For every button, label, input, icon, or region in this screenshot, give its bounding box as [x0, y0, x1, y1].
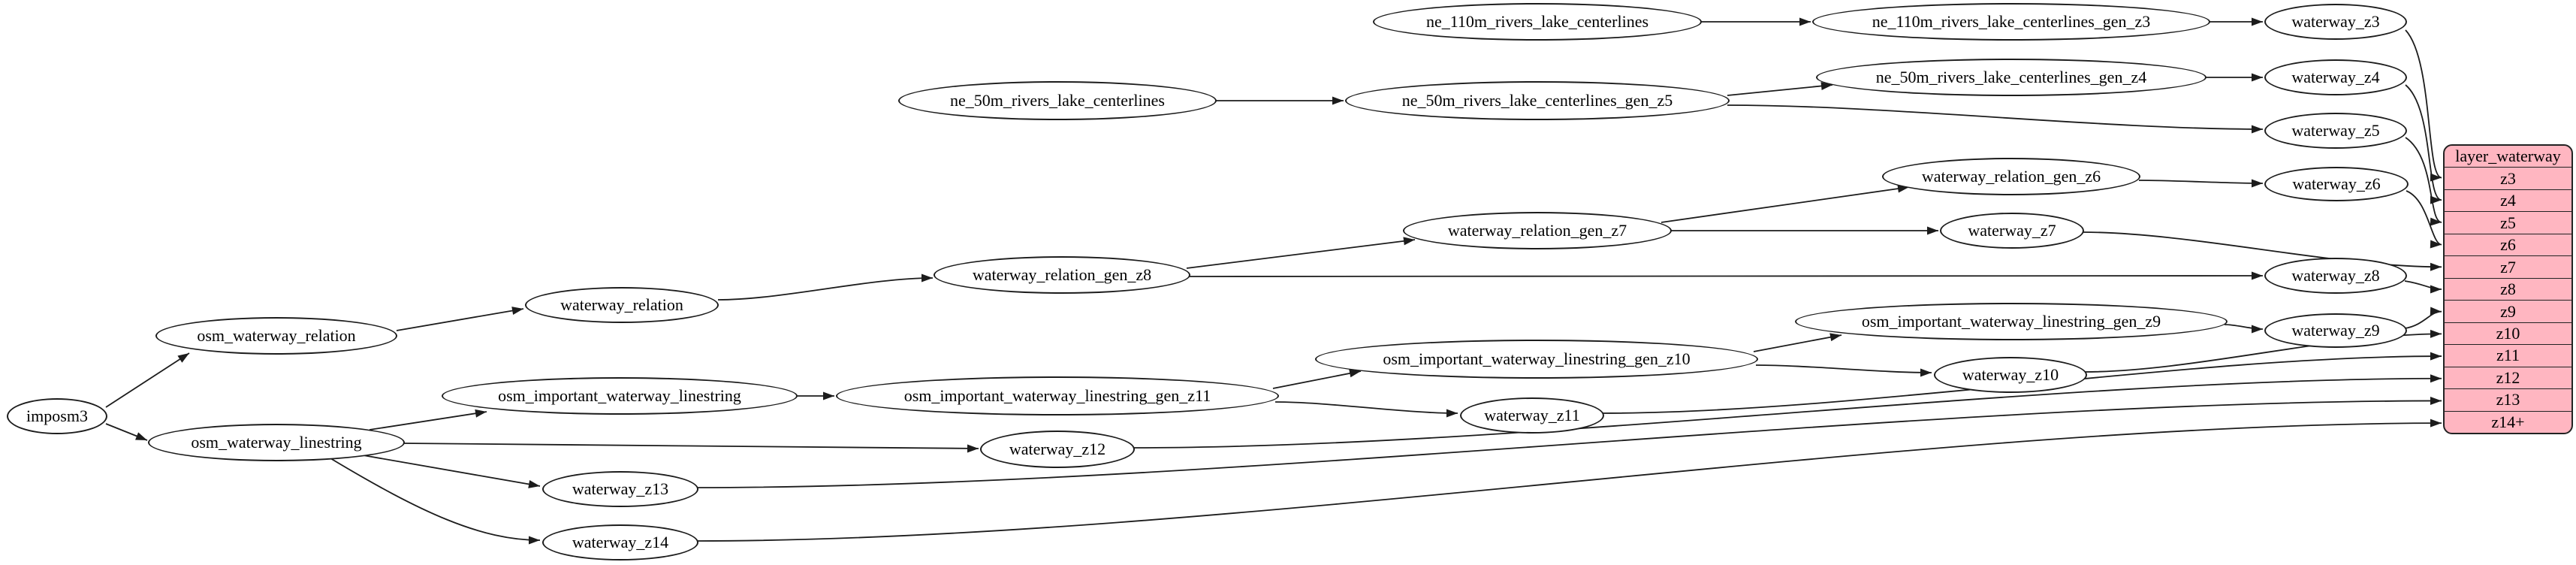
edge-waterway_relation_gen_z7-to-waterway_relation_gen_z6 — [1661, 184, 1910, 223]
edge-waterway_z6-to-layer_waterway-z6 — [2406, 190, 2442, 249]
node-osm_important_waterway_linestring_gen_z10: osm_important_waterway_linestring_gen_z1… — [1315, 340, 1758, 379]
edge-osm_waterway_linestring-to-waterway_z12 — [403, 443, 979, 453]
edge-waterway_z5-to-layer_waterway-z5 — [2405, 137, 2442, 226]
table-row-z9: z9 — [2445, 300, 2571, 322]
table-row-z4: z4 — [2445, 189, 2571, 211]
node-waterway_z3: waterway_z3 — [2264, 4, 2407, 40]
node-ne_110m_rivers_lake_centerlines: ne_110m_rivers_lake_centerlines — [1373, 3, 1702, 41]
node-waterway_z5: waterway_z5 — [2264, 113, 2407, 149]
edge-ne_50m_rivers_lake_centerlines_gen_z5-to-ne_50m_rivers_lake_centerlines_gen_z4 — [1727, 82, 1833, 96]
node-waterway_relation_gen_z7: waterway_relation_gen_z7 — [1403, 212, 1672, 249]
edge-waterway_relation-to-waterway_relation_gen_z8 — [717, 273, 934, 301]
table-row-z12: z12 — [2445, 366, 2571, 388]
edge-waterway_relation_gen_z6-to-waterway_z6 — [2138, 179, 2264, 188]
node-osm_important_waterway_linestring_gen_z9: osm_important_waterway_linestring_gen_z9 — [1795, 303, 2228, 340]
edge-osm_waterway_linestring-to-waterway_z13 — [358, 454, 541, 488]
node-waterway_z11: waterway_z11 — [1460, 397, 1604, 434]
node-waterway_relation_gen_z8: waterway_relation_gen_z8 — [934, 256, 1190, 294]
table-row-z5: z5 — [2445, 211, 2571, 233]
edge-osm_important_waterway_linestring_gen_z10-to-osm_important_waterway_linestring_gen_z9 — [1753, 333, 1842, 352]
edge-waterway_z4-to-layer_waterway-z4 — [2405, 84, 2442, 204]
node-waterway_z10: waterway_z10 — [1934, 357, 2087, 393]
node-osm_waterway_relation: osm_waterway_relation — [155, 317, 397, 355]
table-row-z13: z13 — [2445, 388, 2571, 410]
node-ne_110m_rivers_lake_centerlines_gen_z3: ne_110m_rivers_lake_centerlines_gen_z3 — [1812, 3, 2210, 41]
node-osm_important_waterway_linestring: osm_important_waterway_linestring — [442, 377, 798, 415]
table-row-z3: z3 — [2445, 167, 2571, 189]
node-waterway_z13: waterway_z13 — [542, 471, 698, 507]
edge-imposm3-to-osm_waterway_linestring — [105, 423, 148, 441]
table-row-z7: z7 — [2445, 255, 2571, 277]
node-waterway_relation_gen_z6: waterway_relation_gen_z6 — [1882, 158, 2140, 195]
node-waterway_z8: waterway_z8 — [2264, 258, 2407, 294]
edge-waterway_z3-to-layer_waterway-z3 — [2405, 29, 2442, 182]
node-osm_waterway_linestring: osm_waterway_linestring — [148, 424, 405, 461]
edge-osm_important_waterway_linestring_gen_z9-to-waterway_z9 — [2224, 324, 2264, 334]
edge-osm_important_waterway_linestring_gen_z11-to-waterway_z11 — [1274, 401, 1458, 418]
table-row-z6: z6 — [2445, 233, 2571, 255]
edge-waterway_z9-to-layer_waterway-z9 — [2404, 307, 2442, 329]
edge-waterway_z14-to-layer_waterway-z14plus — [696, 418, 2442, 542]
edge-osm_waterway_relation-to-waterway_relation — [396, 307, 524, 331]
node-imposm3: imposm3 — [7, 398, 107, 434]
node-waterway_z9: waterway_z9 — [2264, 313, 2407, 348]
table-row-z11: z11 — [2445, 344, 2571, 366]
edge-osm_waterway_linestring-to-osm_important_waterway_linestring — [369, 409, 487, 431]
table-row-z8: z8 — [2445, 277, 2571, 300]
edge-waterway_z7-to-layer_waterway-z7 — [2082, 231, 2442, 271]
node-osm_important_waterway_linestring_gen_z11: osm_important_waterway_linestring_gen_z1… — [836, 376, 1279, 415]
edge-osm_important_waterway_linestring_gen_z11-to-osm_important_waterway_linestring_gen_z10 — [1272, 369, 1362, 389]
table-row-z10: z10 — [2445, 322, 2571, 344]
node-ne_50m_rivers_lake_centerlines: ne_50m_rivers_lake_centerlines — [898, 81, 1217, 120]
edge-imposm3-to-osm_waterway_relation — [105, 352, 190, 408]
edge-waterway_z13-to-layer_waterway-z13 — [696, 396, 2442, 488]
edge-waterway_relation_gen_z8-to-waterway_relation_gen_z7 — [1186, 237, 1416, 269]
edge-waterway_z12-to-layer_waterway-z12 — [1132, 374, 2442, 449]
node-ne_50m_rivers_lake_centerlines_gen_z4: ne_50m_rivers_lake_centerlines_gen_z4 — [1816, 59, 2206, 96]
node-waterway_z4: waterway_z4 — [2264, 59, 2407, 95]
node-waterway_z7: waterway_z7 — [1940, 213, 2084, 249]
node-waterway_z14: waterway_z14 — [542, 524, 698, 560]
node-waterway_z12: waterway_z12 — [980, 431, 1135, 468]
table-row-z14plus: z14+ — [2445, 410, 2571, 433]
edge-osm_important_waterway_linestring_gen_z10-to-waterway_z10 — [1755, 364, 1932, 377]
node-ne_50m_rivers_lake_centerlines_gen_z5: ne_50m_rivers_lake_centerlines_gen_z5 — [1345, 81, 1730, 120]
edge-ne_50m_rivers_lake_centerlines_gen_z5-to-waterway_z5 — [1727, 104, 2264, 134]
node-waterway_relation: waterway_relation — [525, 287, 719, 323]
table-header: layer_waterway — [2455, 147, 2561, 166]
edge-osm_waterway_linestring-to-waterway_z14 — [330, 458, 541, 545]
edge-waterway_z8-to-layer_waterway-z8 — [2404, 280, 2442, 294]
node-waterway_z6: waterway_z6 — [2264, 167, 2409, 201]
